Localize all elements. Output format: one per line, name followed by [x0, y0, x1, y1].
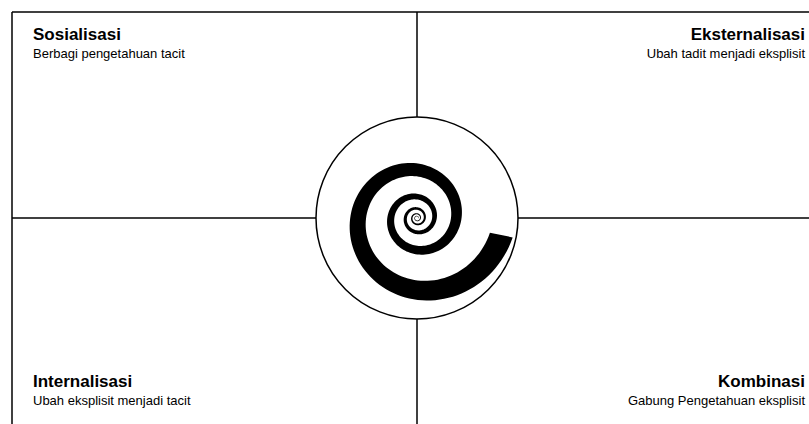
quadrant: KombinasiGabung Pengetahuan eksplisit: [417, 218, 809, 424]
quadrant-description: Gabung Pengetahuan eksplisit: [628, 392, 805, 410]
spiral-band: [350, 163, 513, 300]
quadrant: InternalisasiUbah eksplisit menjadi taci…: [12, 218, 417, 424]
quadrant-description: Berbagi pengetahuan tacit: [33, 45, 185, 63]
quadrant-heading: Internalisasi: [33, 371, 132, 392]
grid-lines: [12, 12, 809, 424]
quadrant-heading: Eksternalisasi: [691, 24, 805, 45]
quadrant-heading: Sosialisasi: [33, 24, 121, 45]
top-border: [12, 11, 809, 13]
quadrant-description: Ubah eksplisit menjadi tacit: [33, 392, 191, 410]
spiral-emblem: [316, 117, 518, 319]
quadrant-description: Ubah tadit menjadi eksplisit: [647, 45, 805, 63]
quadrant-heading: Kombinasi: [718, 371, 805, 392]
quadrant: EksternalisasiUbah tadit menjadi eksplis…: [417, 12, 809, 218]
spiral-circle: [316, 117, 518, 319]
quadrant: SosialisasiBerbagi pengetahuan tacit: [12, 12, 417, 218]
